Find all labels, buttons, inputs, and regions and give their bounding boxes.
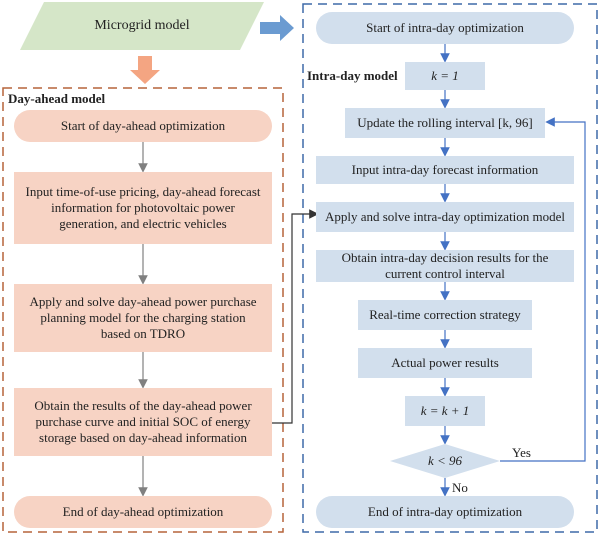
microgrid-model-label: Microgrid model [94, 18, 190, 33]
no-label: No [452, 480, 468, 495]
connector-yes-loop [500, 117, 586, 462]
decision-condition-label: k < 96 [427, 453, 463, 468]
intra-day-frame [302, 3, 598, 533]
intra-day-end: End of intra-day optimization [316, 496, 574, 528]
day-ahead-frame [2, 87, 284, 533]
day-ahead-solve-step: Apply and solve day-ahead power purchase… [14, 284, 272, 352]
input-forecast-step: Input intra-day forecast information [316, 156, 574, 184]
block-arrow-right-icon [260, 15, 294, 41]
init-k-step: k = 1 [405, 62, 485, 90]
decision-diamond [390, 444, 500, 478]
day-ahead-input-step: Input time-of-use pricing, day-ahead for… [14, 172, 272, 244]
real-time-correction-step: Real-time correction strategy [358, 300, 532, 330]
day-ahead-results-step: Obtain the results of the day-ahead powe… [14, 388, 272, 456]
increment-k-step: k = k + 1 [405, 396, 485, 426]
yes-label: Yes [512, 445, 531, 460]
obtain-decision-results-step: Obtain intra-day decision results for th… [316, 250, 574, 282]
connector-day-ahead-to-intra-day [271, 209, 319, 424]
block-arrow-down-icon [130, 56, 160, 84]
update-rolling-interval-step: Update the rolling interval [k, 96] [345, 108, 545, 138]
apply-intra-day-model-step: Apply and solve intra-day optimization m… [316, 202, 574, 232]
intra-day-title: Intra-day model [307, 68, 398, 83]
intra-day-start: Start of intra-day optimization [316, 12, 574, 44]
actual-power-results-step: Actual power results [358, 348, 532, 378]
day-ahead-start: Start of day-ahead optimization [14, 110, 272, 142]
microgrid-shape [20, 2, 264, 50]
day-ahead-title: Day-ahead model [8, 91, 106, 106]
day-ahead-end: End of day-ahead optimization [14, 496, 272, 528]
